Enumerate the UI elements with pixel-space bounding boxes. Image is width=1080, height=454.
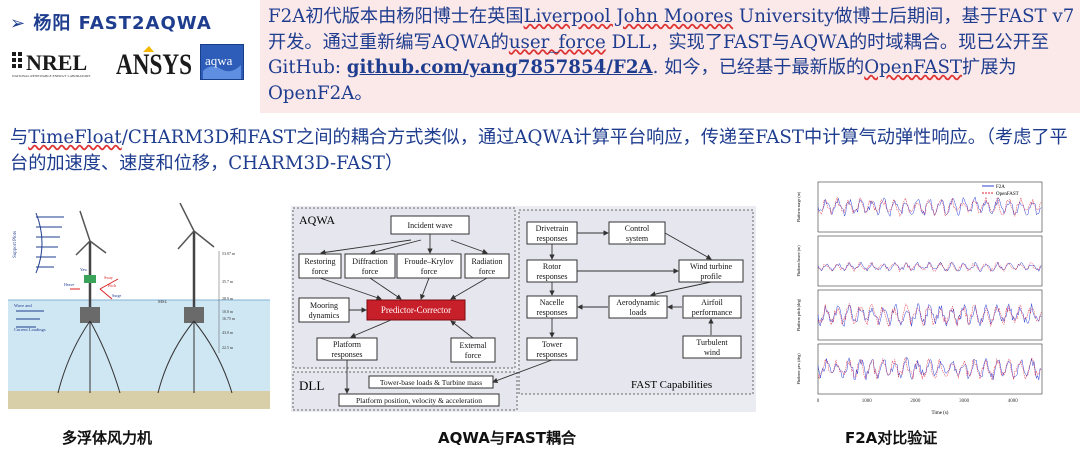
- validation-xtick: 2000: [910, 399, 921, 404]
- series-f2a: [817, 261, 1042, 273]
- nrel-logo-text: NREL: [26, 50, 87, 75]
- validation-panel: [817, 343, 1043, 395]
- wave-current-label-2: Current Loadings: [14, 327, 46, 332]
- svg-text:wind: wind: [704, 348, 720, 357]
- box-predictor-corrector: Predictor-Corrector: [381, 305, 451, 315]
- svg-text:dynamics: dynamics: [309, 311, 340, 320]
- section-title: ➢ 杨阳 FAST2AQWA: [10, 13, 212, 34]
- dim-4: 10.0 m: [222, 309, 234, 314]
- validation-plots: Platform surge (m) Platform heave (m) Plat…: [790, 178, 1052, 416]
- svg-text:force: force: [312, 267, 329, 276]
- box-platform-responses: Platform: [333, 340, 362, 349]
- box-nacelle: Nacelle: [540, 298, 565, 307]
- validation-xlabel: Time (s): [932, 411, 949, 416]
- svg-text:force: force: [479, 267, 496, 276]
- series-openfast: [817, 302, 1042, 328]
- dll-region-title: DLL: [299, 378, 324, 393]
- series-f2a: [817, 356, 1042, 381]
- validation-xtick: 1000: [862, 399, 873, 404]
- ansys-logo-text: ANSYS: [116, 48, 192, 80]
- dim-1: 53.07 m: [222, 251, 236, 256]
- fast-region-title: FAST Capabilities: [631, 379, 712, 391]
- dim-3: 28.9 m: [222, 296, 234, 301]
- svg-text:responses: responses: [331, 350, 362, 359]
- box-rotor: Rotor: [543, 262, 562, 271]
- heave-label: Heave: [64, 282, 74, 287]
- dim-6: 43.0 m: [222, 330, 234, 335]
- nrel-logo: NREL NATIONAL RENEWABLE ENERGY LABORATOR…: [10, 46, 110, 80]
- coupling-diagram: AQWA DLL FAST Capabilities Incident wave…: [291, 206, 756, 412]
- svg-text:system: system: [626, 234, 649, 243]
- validation-ylabel: Platform pitch (deg): [796, 298, 801, 331]
- box-mooring: Mooring: [310, 301, 338, 310]
- box-incident-wave: Incident wave: [407, 221, 453, 230]
- svg-text:responses: responses: [536, 272, 567, 281]
- svg-text:profile: profile: [700, 272, 722, 281]
- series-openfast: [817, 356, 1042, 381]
- coupling-description: 与TimeFloat/CHARM3D和FAST之间的耦合方式类似，通过AQWA计…: [10, 127, 1068, 174]
- pitch-label: Pitch: [108, 283, 116, 288]
- box-control-system: Control: [625, 224, 650, 233]
- aqwa-region-title: AQWA: [299, 213, 335, 227]
- figure3-caption: F2A对比验证: [845, 429, 938, 447]
- series-f2a: [817, 302, 1042, 327]
- surge-label: Surge: [112, 293, 121, 298]
- dim-7: 22.5 m: [222, 345, 234, 350]
- series-openfast: [817, 261, 1042, 273]
- series-openfast: [817, 197, 1042, 217]
- box-airfoil: Airfoil: [701, 298, 724, 307]
- svg-text:responses: responses: [536, 234, 567, 243]
- ansys-logo: ANSYS: [116, 44, 194, 81]
- validation-ylabel: Platform surge (m): [796, 191, 801, 222]
- validation-panel: [817, 235, 1043, 287]
- box-wind-profile: Wind turbine: [690, 262, 733, 271]
- box-external-force: External: [459, 341, 487, 350]
- aqwa-logo-text: aqwa: [205, 53, 233, 68]
- svg-text:force: force: [421, 267, 438, 276]
- validation-xtick: 0: [817, 399, 820, 404]
- svg-text:force: force: [362, 267, 379, 276]
- box-tower: Tower: [542, 340, 563, 349]
- svg-text:loads: loads: [630, 308, 647, 317]
- right-turbine: [157, 202, 233, 394]
- validation-xtick: 4000: [1008, 399, 1019, 404]
- wave-current-label: Wave and: [14, 303, 33, 308]
- svg-text:force: force: [465, 351, 482, 360]
- left-turbine: Sway Pitch Surge Heave Yaw: [57, 210, 121, 394]
- dim-2: 35.7 m: [222, 279, 234, 284]
- box-turbulent-wind: Turbulent: [696, 338, 728, 347]
- figure2-caption: AQWA与FAST耦合: [438, 429, 577, 447]
- box-froude-krylov: Froude–Krylov: [404, 257, 453, 266]
- box-platform-position: Platform position, velocity & accelerati…: [356, 396, 482, 405]
- github-link[interactable]: github.com/yang7857854/F2A: [346, 57, 653, 78]
- intro-paragraph: F2A初代版本由杨阳博士在英国Liverpool John Moores Uni…: [268, 6, 1075, 104]
- nrel-logo-subtext: NATIONAL RENEWABLE ENERGY LABORATORY: [12, 74, 91, 78]
- legend-openfast: OpenFAST: [996, 192, 1019, 197]
- multi-floater-figure: Support Plots Sway Pitch Surge Heave Yaw: [8, 202, 270, 409]
- box-restoring-force: Restoring: [304, 257, 335, 266]
- support-plots-label: Support Plots: [13, 231, 18, 258]
- box-radiation-force: Radiation: [471, 257, 502, 266]
- box-drivetrain: Drivetrain: [536, 224, 569, 233]
- validation-ylabel: Platform yaw (deg): [796, 353, 801, 385]
- dim-5: 16.75 m: [222, 316, 236, 321]
- box-tower-base-loads: Tower-base loads & Turbine mass: [380, 378, 482, 387]
- intro-panel: [260, 0, 1080, 113]
- validation-legend: F2A OpenFAST: [982, 185, 1019, 197]
- svg-text:responses: responses: [536, 350, 567, 359]
- yaw-label: Yaw: [80, 267, 87, 272]
- box-diffraction-force: Diffraction: [352, 257, 387, 266]
- svg-text:responses: responses: [536, 308, 567, 317]
- msl-label: MSL: [158, 299, 168, 304]
- svg-text:performance: performance: [692, 308, 733, 317]
- validation-panel: [817, 181, 1043, 233]
- validation-ylabel: Platform heave (m): [796, 245, 801, 277]
- box-aerodynamic-loads: Aerodynamic: [616, 298, 660, 307]
- validation-xtick: 3000: [959, 399, 970, 404]
- sway-label: Sway: [104, 275, 113, 280]
- figure1-caption: 多浮体风力机: [62, 429, 153, 447]
- validation-panel: [817, 289, 1043, 341]
- aqwa-logo: aqwa: [200, 44, 244, 80]
- legend-f2a: F2A: [996, 185, 1005, 190]
